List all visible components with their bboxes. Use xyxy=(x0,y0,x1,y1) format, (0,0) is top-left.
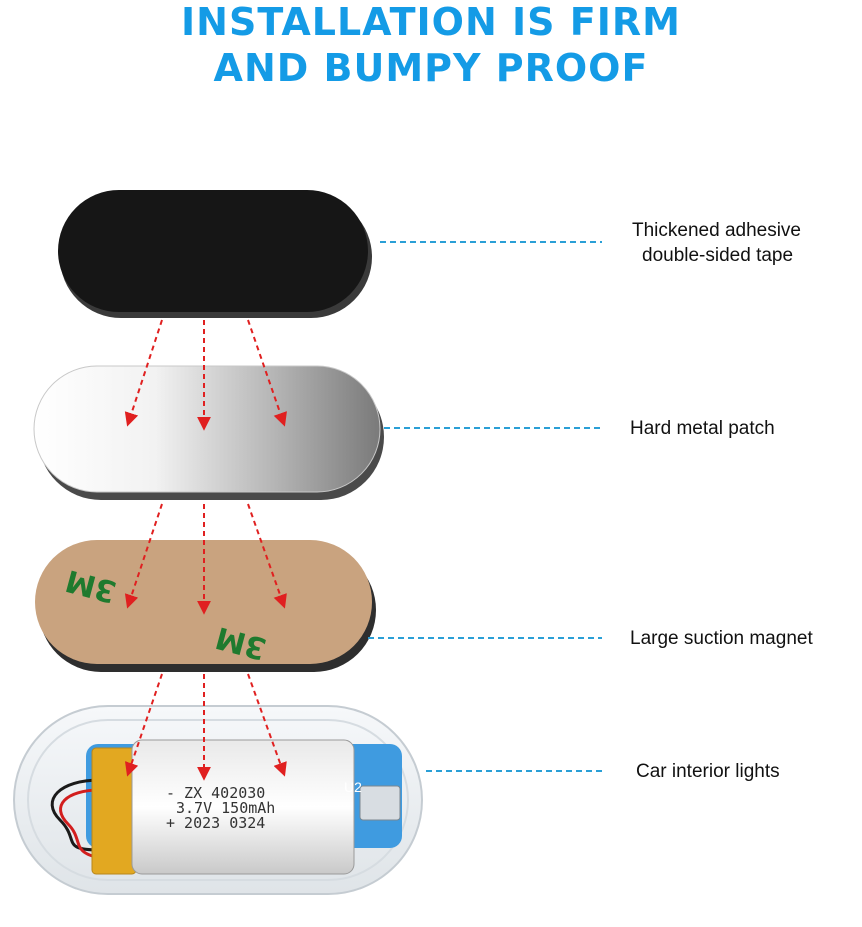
adhesive-tape-pad xyxy=(58,190,372,318)
arrow-6 xyxy=(247,503,287,609)
arrow-3 xyxy=(247,319,287,427)
label-tape-line-1: Thickened adhesive xyxy=(632,220,801,241)
label-tape: Thickened adhesive double-sided tape xyxy=(632,218,801,268)
arrows-metal-to-magnet xyxy=(124,503,287,615)
headline-line-2: AND BUMPY PROOF xyxy=(213,46,649,90)
battery-text-line-2: 3.7V 150mAh xyxy=(176,799,275,817)
label-magnet: Large suction magnet xyxy=(630,628,813,649)
label-metal: Hard metal patch xyxy=(630,418,775,439)
usb-port xyxy=(359,785,401,821)
arrows-tape-to-metal xyxy=(124,319,287,431)
battery-tab xyxy=(91,747,137,875)
battery xyxy=(131,739,355,875)
label-tape-line-2: double-sided tape xyxy=(642,245,794,266)
arrow-1 xyxy=(124,319,163,427)
label-light: Car interior lights xyxy=(636,761,780,782)
metal-patch xyxy=(33,365,384,500)
board-label: U2 xyxy=(344,779,362,795)
interior-light-unit xyxy=(13,705,423,895)
suction-magnet: 3M 3M xyxy=(35,540,376,672)
headline-line-1: INSTALLATION IS FIRM xyxy=(181,0,681,44)
battery-text-line-1: - ZX 402030 xyxy=(166,784,265,802)
battery-text-line-3: + 2023 0324 xyxy=(166,814,265,832)
